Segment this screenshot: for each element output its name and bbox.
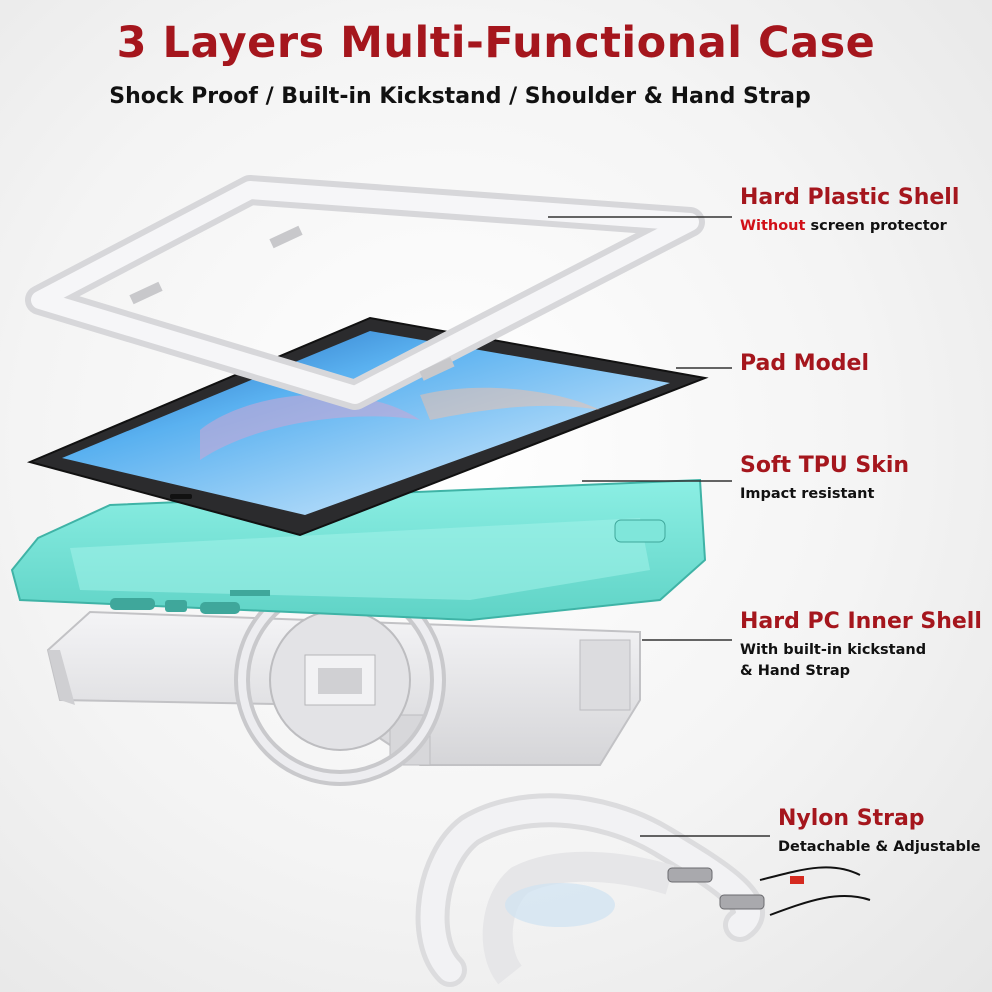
label-nylon-strap: Nylon Strap Detachable & Adjustable <box>778 806 981 858</box>
label-name: Pad Model <box>740 351 870 376</box>
label-name: Hard PC Inner Shell <box>740 609 982 634</box>
label-name: Nylon Strap <box>778 806 925 831</box>
label-desc: Impact resistant <box>740 486 875 502</box>
label-hard-plastic-shell: Hard Plastic Shell Without screen protec… <box>740 185 959 237</box>
label-soft-tpu-skin: Soft TPU Skin Impact resistant <box>740 453 909 505</box>
hard-plastic-shell <box>25 175 705 410</box>
tablet-pad <box>26 316 709 537</box>
page-title: 3 Layers Multi-Functional Case <box>116 18 876 68</box>
label-name: Hard Plastic Shell <box>740 185 960 210</box>
label-desc: Detachable & Adjustable <box>778 839 981 855</box>
nylon-strap <box>415 793 871 987</box>
pc-inner-shell <box>46 574 641 786</box>
label-hard-pc-inner-shell: Hard PC Inner Shell With built-in kickst… <box>740 609 982 682</box>
tpu-skin <box>10 478 707 622</box>
label-pad-model: Pad Model <box>740 351 869 376</box>
page-subtitle: Shock Proof / Built-in Kickstand / Shoul… <box>109 84 811 109</box>
label-name: Soft TPU Skin <box>740 453 910 478</box>
label-desc: With built-in kickstand & Hand Strap <box>740 642 927 679</box>
label-desc: Without screen protector <box>740 218 947 234</box>
